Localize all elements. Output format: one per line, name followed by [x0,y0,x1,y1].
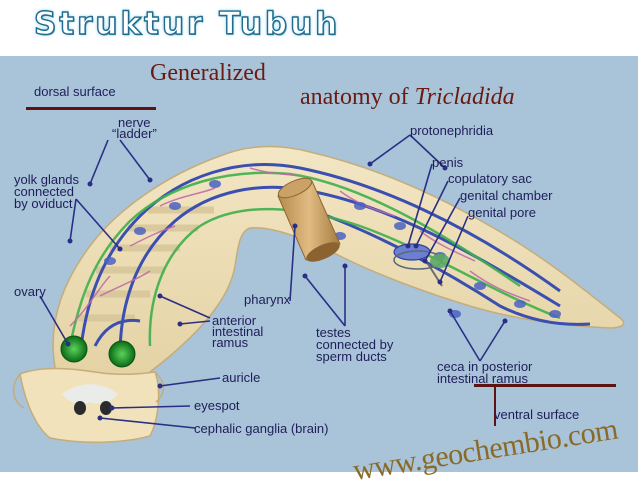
label-ceca-1: ceca in posterior [437,359,533,374]
slide-title: Struktur Tubuh [33,5,341,42]
figure-title-line1: Generalized [150,60,266,86]
label-ventral-surface: ventral surface [494,407,580,422]
label-eyespot: eyespot [194,398,240,413]
label-genital-chamber: genital chamber [460,188,553,203]
label-copulatory-sac: copulatory sac [448,171,532,186]
worm-head [19,367,160,444]
figure-title-prefix: anatomy of [300,84,415,110]
label-nerve-ladder-1: nerve [118,115,151,130]
worm-body [52,145,625,419]
anatomy-figure: Generalized anatomy of Tricladida dorsal… [0,56,638,487]
eyespot-right [100,401,112,415]
label-genital-pore: genital pore [468,205,536,220]
figure-title-line2: anatomy of Tricladida [300,84,515,111]
label-cephalic-ganglia: cephalic ganglia (brain) [194,421,329,436]
label-auricle: auricle [222,370,261,385]
label-ovary: ovary [14,284,46,299]
label-anterior-1: anterior [212,313,257,328]
label-testes-1: testes [316,325,351,340]
label-testes-3: sperm ducts [316,349,387,364]
label-penis: penis [432,155,464,170]
label-testes-2: connected by [316,337,394,352]
label-dorsal-surface: dorsal surface [34,84,116,99]
label-anterior-3: ramus [212,335,249,350]
label-yolk-glands-1: yolk glands [14,172,80,187]
label-ceca-2: intestinal ramus [437,371,529,386]
label-nerve-ladder-2: “ladder” [112,126,157,141]
label-yolk-glands-3: by oviduct [14,196,73,211]
pharynx-tube [277,177,341,262]
label-pharynx: pharynx [244,292,291,307]
cephalic-ganglia [62,384,118,404]
worm-illustration [12,107,625,444]
figure-title-italic: Tricladida [414,84,515,110]
label-protonephridia: protonephridia [410,123,494,138]
label-yolk-glands-2: connected [14,184,74,199]
label-anterior-2: intestinal [212,324,264,339]
copulatory-apparatus [393,243,450,287]
ovary-right [108,340,136,368]
eyespot-left [74,401,86,415]
